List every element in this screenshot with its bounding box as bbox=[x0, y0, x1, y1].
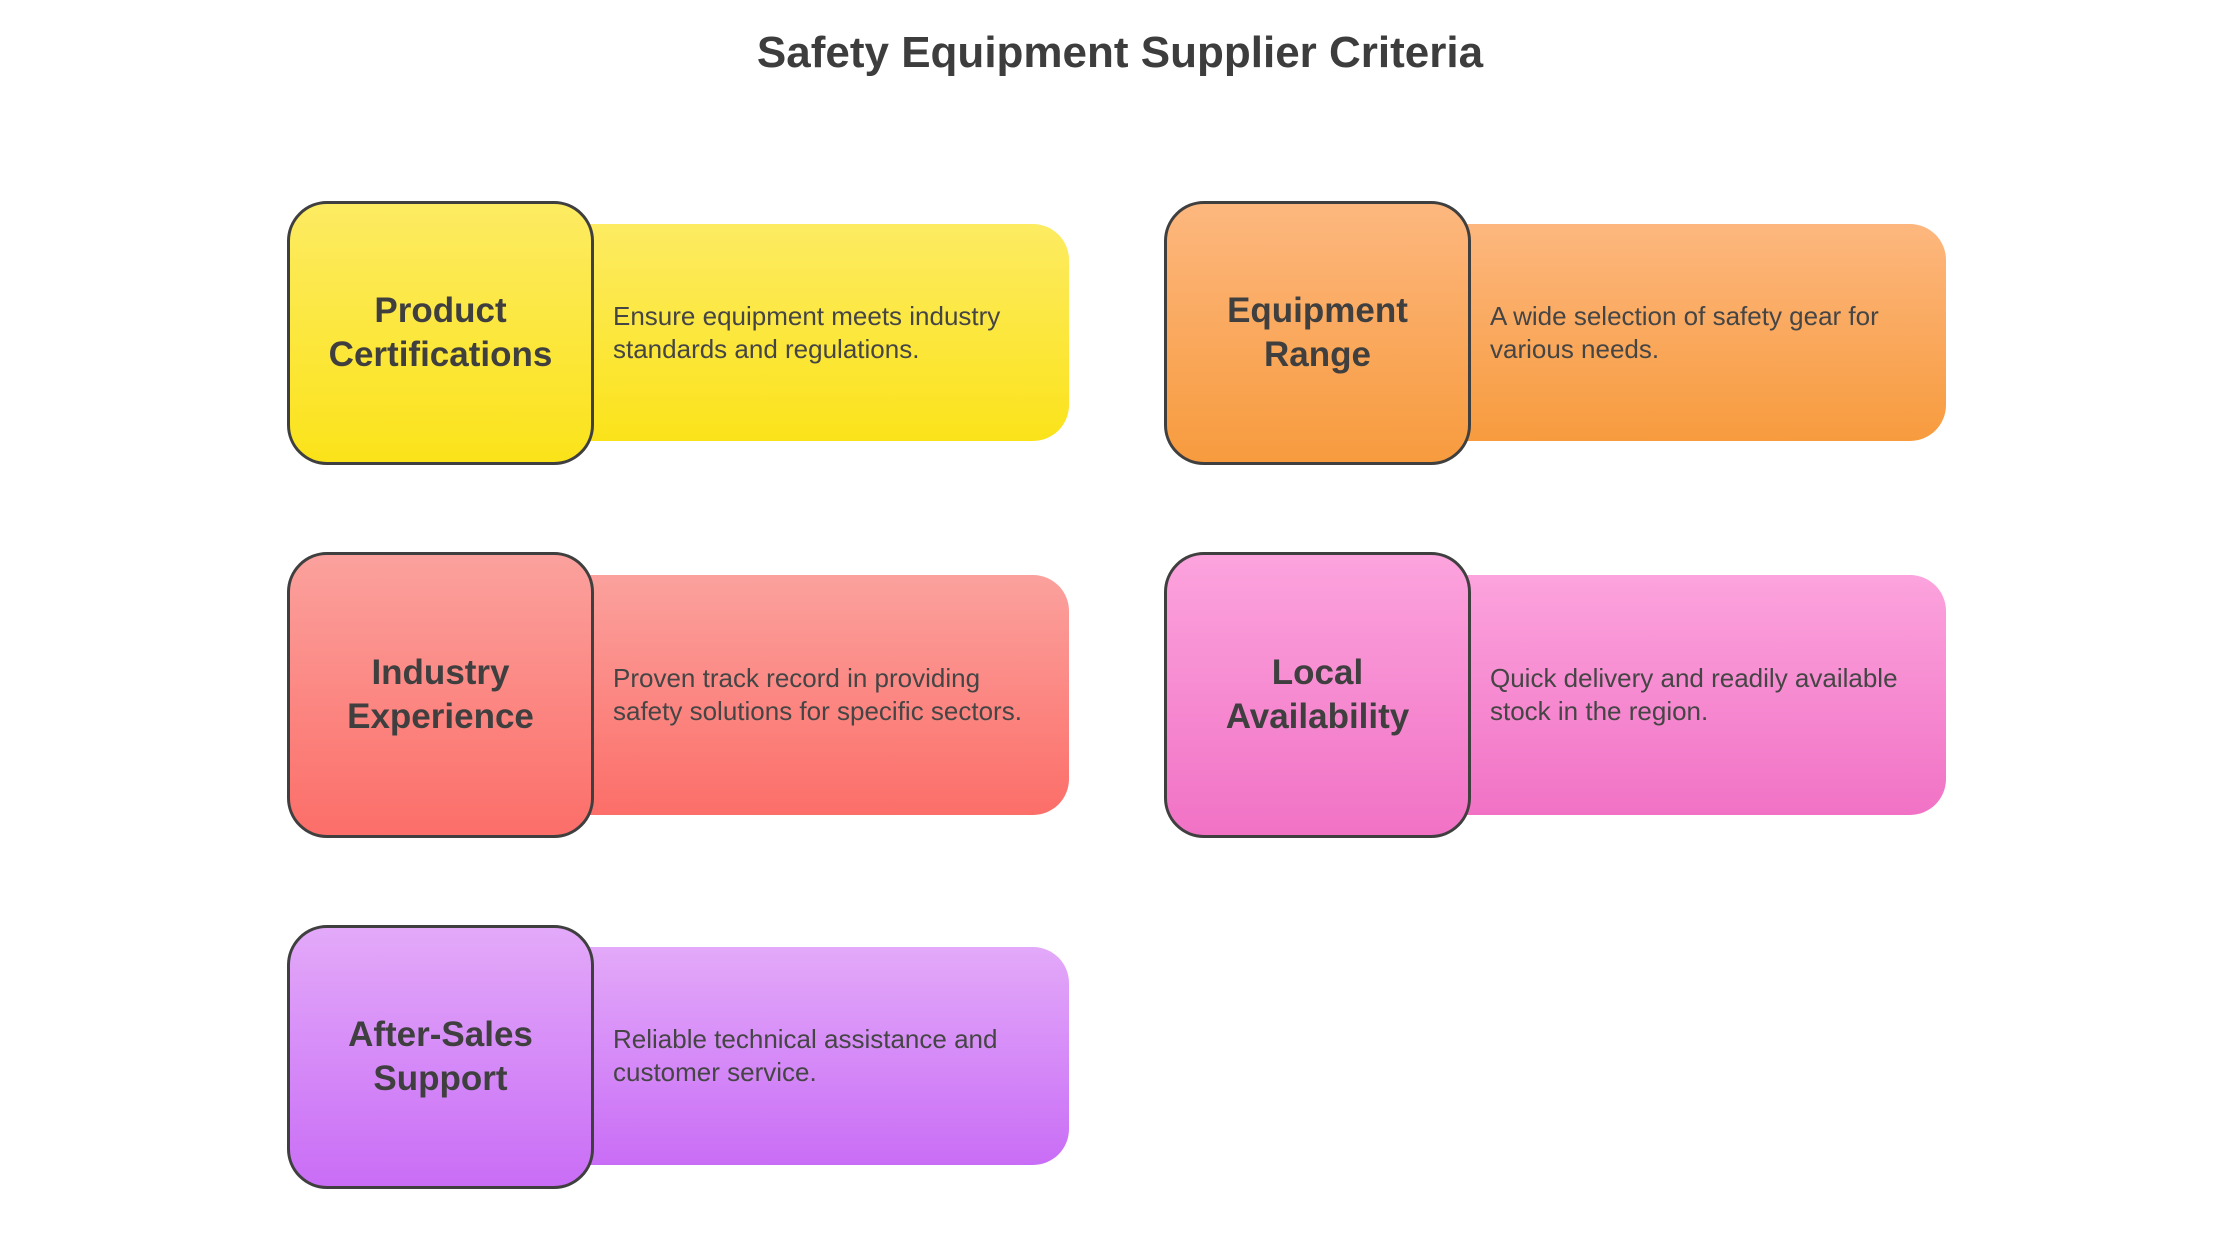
criterion-label: After-Sales Support bbox=[287, 925, 594, 1189]
criterion-card-after-sales-support: Reliable technical assistance and custom… bbox=[287, 925, 1363, 1189]
criterion-card-product-certifications: Ensure equipment meets industry standard… bbox=[287, 201, 1363, 465]
criterion-card-local-availability: Quick delivery and readily available sto… bbox=[1164, 552, 2240, 838]
criterion-card-industry-experience: Proven track record in providing safety … bbox=[287, 552, 1363, 838]
criterion-label: Local Availability bbox=[1164, 552, 1471, 838]
criterion-description: Reliable technical assistance and custom… bbox=[587, 947, 1069, 1165]
criterion-description: Ensure equipment meets industry standard… bbox=[587, 224, 1069, 441]
diagram-title: Safety Equipment Supplier Criteria bbox=[756, 28, 1484, 77]
criterion-description: Quick delivery and readily available sto… bbox=[1464, 575, 1946, 815]
criterion-description: A wide selection of safety gear for vari… bbox=[1464, 224, 1946, 441]
criterion-card-equipment-range: A wide selection of safety gear for vari… bbox=[1164, 201, 2240, 465]
criterion-label: Industry Experience bbox=[287, 552, 594, 838]
criterion-description: Proven track record in providing safety … bbox=[587, 575, 1069, 815]
criterion-label: Equipment Range bbox=[1164, 201, 1471, 465]
criterion-label: Product Certifications bbox=[287, 201, 594, 465]
